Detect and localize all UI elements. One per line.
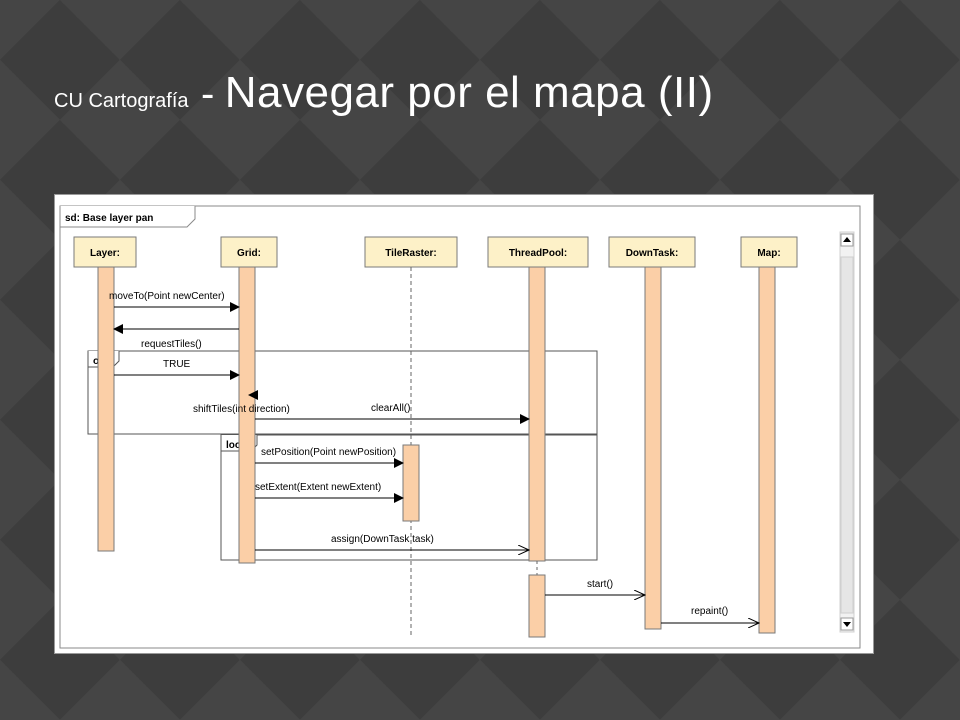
title-prefix: CU Cartografía — [54, 90, 189, 112]
lifeline-map: Map: — [740, 236, 798, 268]
svg-text:TRUE: TRUE — [163, 359, 191, 370]
title-separator: - — [200, 72, 215, 116]
svg-text:setExtent(Extent newExtent): setExtent(Extent newExtent) — [255, 482, 381, 493]
activation-grid — [238, 266, 256, 564]
message-clearall: clearAll() — [255, 403, 530, 424]
loop-fragment — [220, 434, 598, 561]
activation-threadpool-2 — [528, 574, 546, 638]
sd-frame-label: sd: Base layer pan — [65, 213, 153, 224]
sequence-diagram: sd: Base layer pan opt loop Layer: Grid:… — [59, 205, 861, 649]
sd-frame-tab — [59, 206, 196, 228]
lifeline-tileraster: TileRaster: — [364, 236, 458, 268]
loop-fragment-label: loop — [226, 440, 247, 451]
message-true: TRUE — [114, 359, 240, 380]
lifeline-downtask: DownTask: — [608, 236, 696, 268]
sequence-diagram-frame: sd: Base layer pan opt loop Layer: Grid:… — [54, 194, 874, 654]
activation-downtask — [644, 266, 662, 630]
svg-text:requestTiles(): requestTiles() — [141, 339, 202, 350]
svg-text:start(): start() — [587, 579, 613, 590]
lifeline-layer-label: Layer: — [90, 248, 120, 259]
message-setposition: setPosition(Point newPosition) — [255, 447, 404, 468]
scroll-up-icon — [843, 237, 851, 242]
title-main: Navegar por el mapa (II) — [224, 68, 714, 117]
activation-map — [758, 266, 776, 634]
lifeline-grid: Grid: — [220, 236, 278, 268]
message-requesttiles: requestTiles() — [113, 324, 239, 350]
sd-frame — [59, 205, 861, 649]
svg-text:setPosition(Point newPosition): setPosition(Point newPosition) — [261, 447, 396, 458]
svg-text:moveTo(Point newCenter): moveTo(Point newCenter) — [109, 291, 225, 302]
lifeline-tileraster-label: TileRaster: — [385, 248, 437, 259]
slide-title: CU Cartografía - Navegar por el mapa (II… — [54, 68, 714, 118]
message-moveto: moveTo(Point newCenter) — [109, 291, 240, 312]
message-start: start() — [545, 579, 645, 595]
scrollbar-thumb[interactable] — [840, 256, 854, 614]
lifeline-layer: Layer: — [73, 236, 137, 268]
lifeline-threadpool-label: ThreadPool: — [509, 248, 567, 259]
scroll-down-icon — [843, 622, 851, 627]
message-repaint: repaint() — [661, 606, 759, 623]
svg-text:shiftTiles(int direction): shiftTiles(int direction) — [193, 404, 290, 415]
activation-layer — [97, 266, 115, 552]
svg-text:clearAll(): clearAll() — [371, 403, 410, 414]
message-shifttiles: shiftTiles(int direction) — [193, 390, 290, 415]
lifeline-map-label: Map: — [757, 248, 780, 259]
activation-tileraster — [402, 444, 420, 522]
lifeline-grid-label: Grid: — [237, 248, 261, 259]
lifeline-threadpool: ThreadPool: — [487, 236, 589, 268]
opt-fragment — [87, 350, 598, 435]
message-setextent: setExtent(Extent newExtent) — [255, 482, 404, 503]
svg-text:repaint(): repaint() — [691, 606, 728, 617]
svg-text:assign(DownTask task): assign(DownTask task) — [331, 534, 434, 545]
message-assign: assign(DownTask task) — [255, 534, 529, 550]
lifeline-downtask-label: DownTask: — [626, 248, 679, 259]
activation-threadpool-1 — [528, 266, 546, 562]
